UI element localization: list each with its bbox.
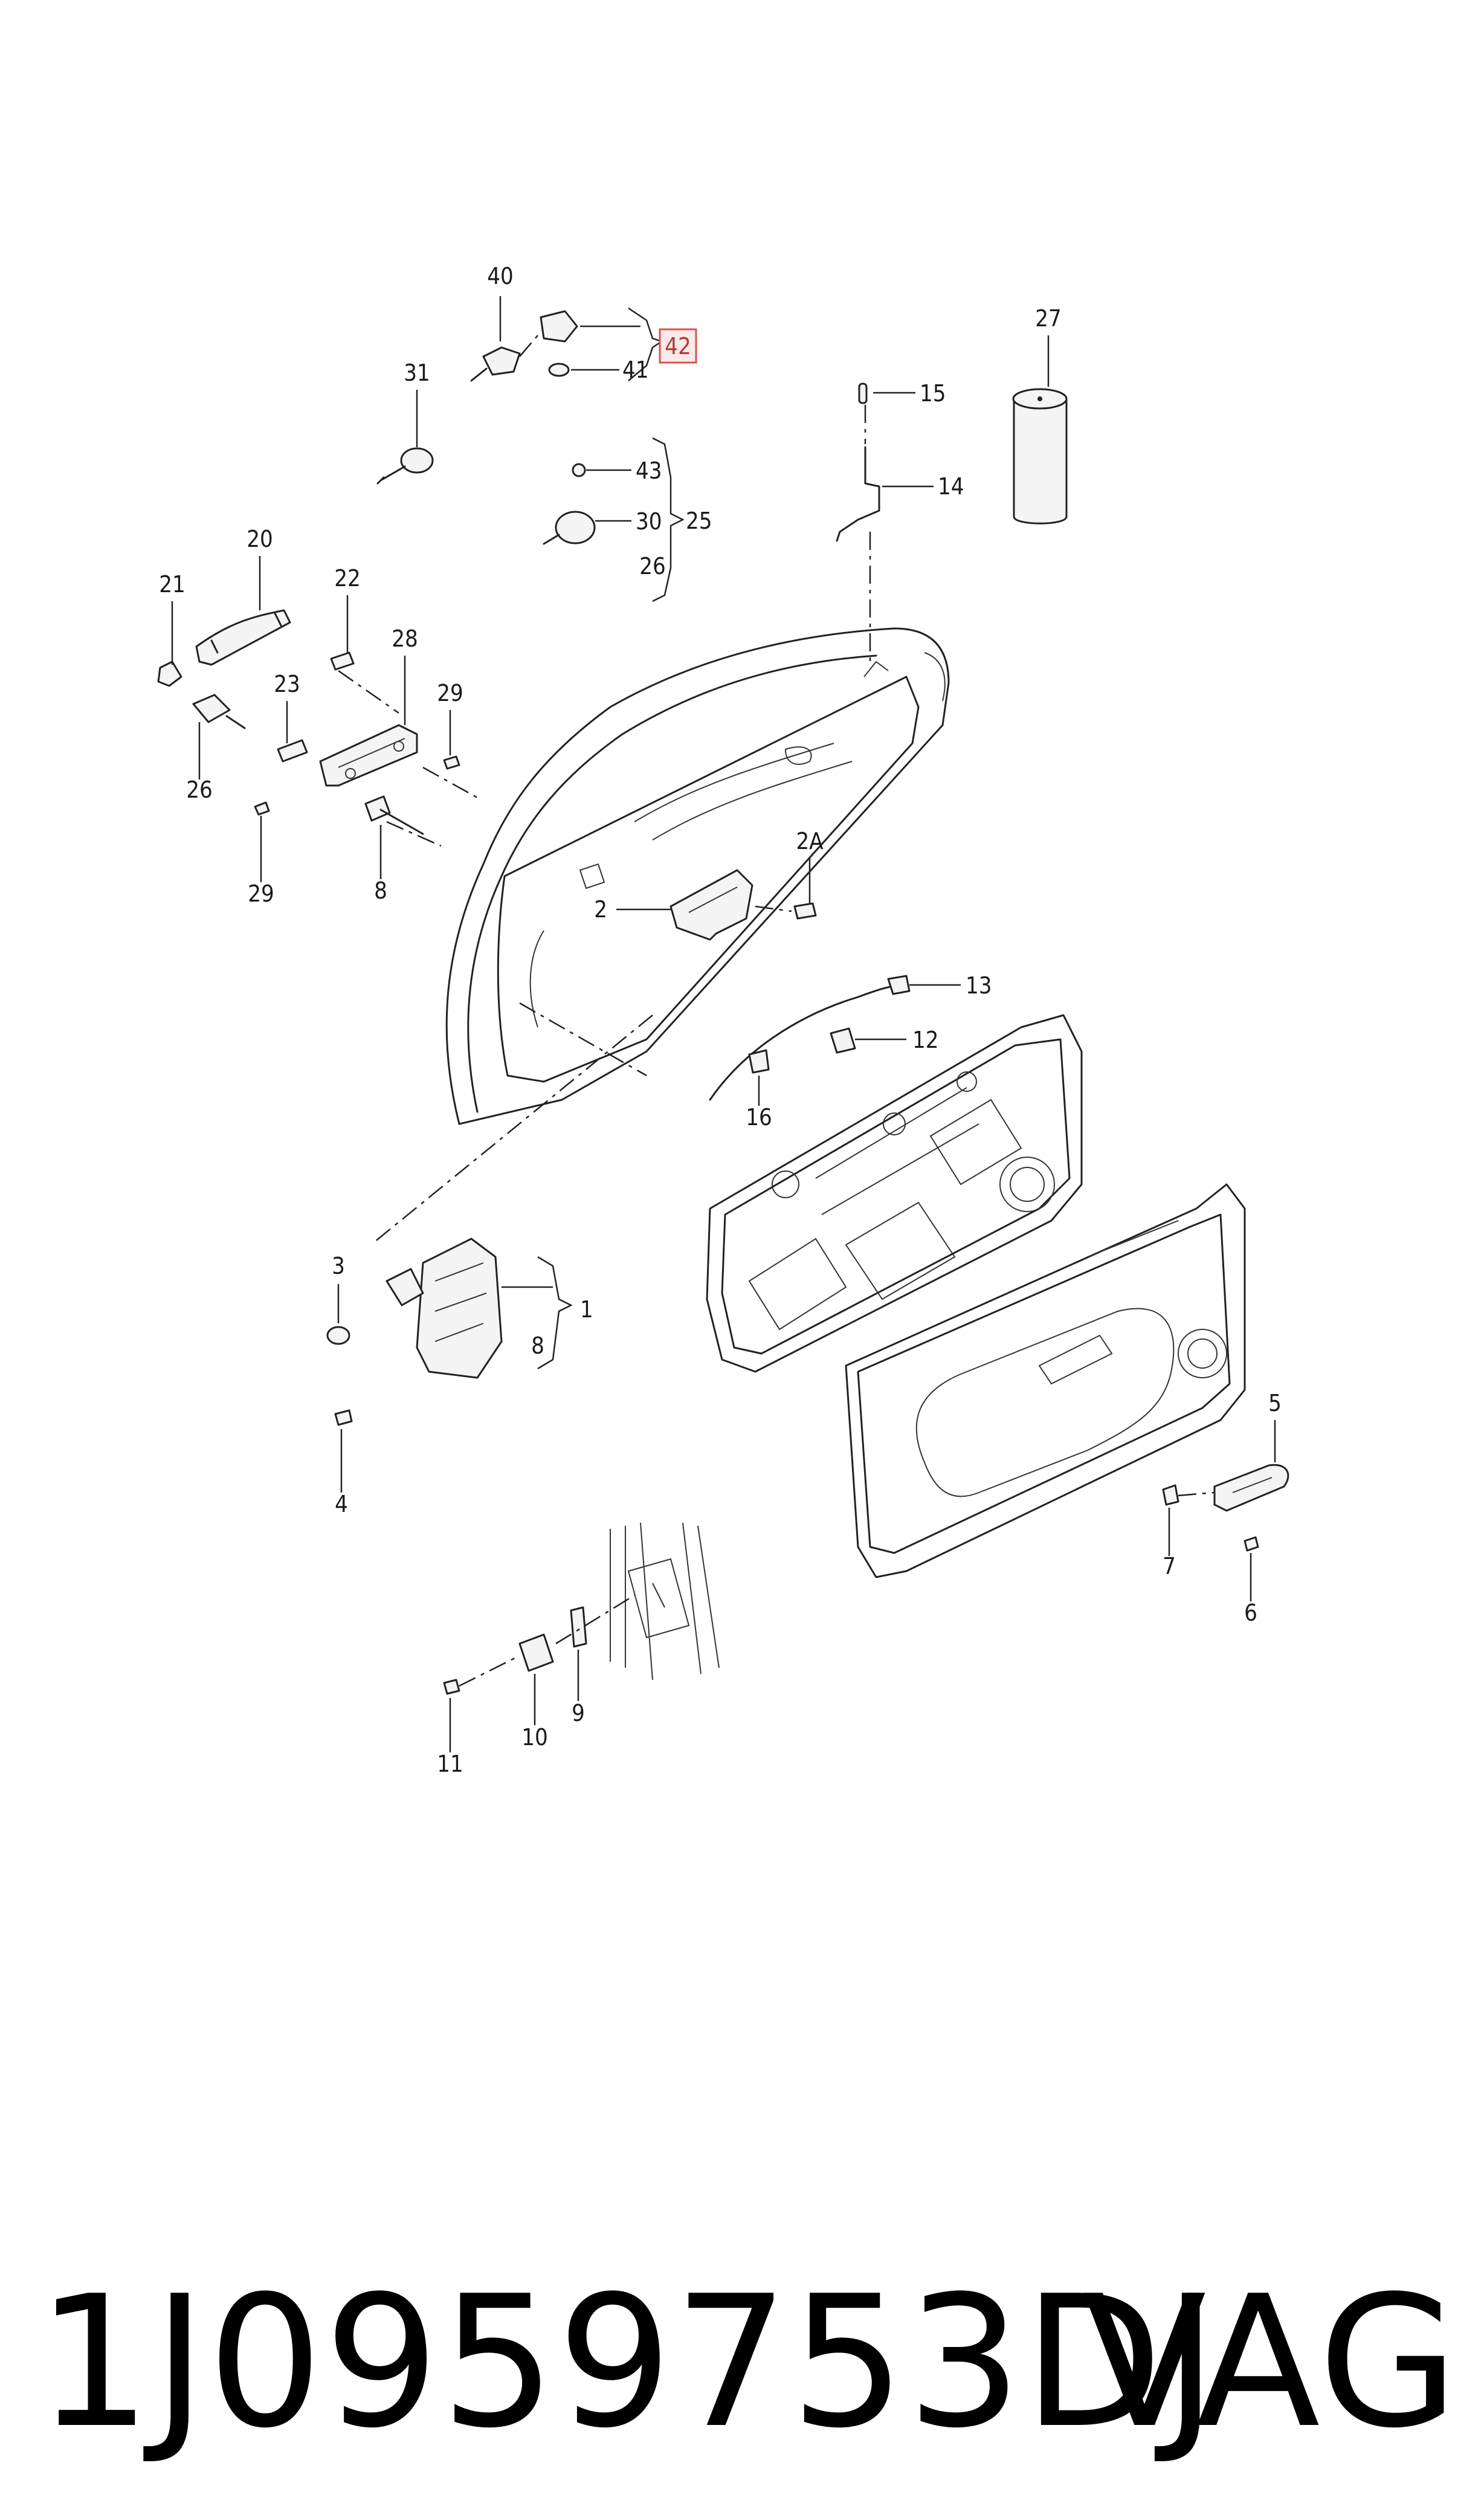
- callout-8-lower: 8: [531, 1332, 544, 1359]
- bolt-2a: [793, 902, 817, 920]
- lubricant-can-27: [1012, 388, 1068, 525]
- interior-handle-5: [1213, 1464, 1289, 1512]
- handle-carrier-28: [319, 724, 418, 787]
- callout-11: 11: [437, 1751, 463, 1777]
- callout-13: 13: [966, 972, 992, 999]
- gasket-22: [330, 651, 355, 671]
- callout-2: 2: [594, 896, 607, 923]
- lock-cylinder-25: [543, 463, 596, 545]
- lock-actuator-2: [669, 869, 753, 941]
- exploded-parts-diagram: 40 42 31 41 15 27 14 43 30 25 26 20 21 2…: [157, 263, 1289, 1777]
- callout-labels: 40 42 31 41 15 27 14 43 30 25 26 20 21 2…: [159, 263, 1282, 1777]
- striker-plate-9: [570, 1606, 587, 1648]
- remote-key-40: [470, 310, 578, 382]
- callout-15: 15: [920, 380, 946, 407]
- callout-30: 30: [636, 508, 662, 535]
- callout-14: 14: [938, 473, 964, 500]
- door-handle-20: [195, 609, 291, 666]
- callout-9: 9: [572, 1700, 585, 1726]
- callout-8-upper: 8: [374, 877, 387, 904]
- callout-29-lower: 29: [248, 880, 274, 907]
- leader-lines: [171, 296, 1276, 1752]
- striker-10: [518, 1633, 554, 1672]
- callout-21: 21: [159, 571, 186, 598]
- callout-41: 41: [622, 357, 649, 383]
- callout-28: 28: [392, 625, 418, 652]
- screw-11: [443, 1679, 460, 1695]
- callout-2a: 2A: [796, 828, 824, 854]
- rod-15: [858, 383, 868, 404]
- callout-25: 25: [686, 508, 712, 534]
- callout-12: 12: [912, 1027, 939, 1053]
- callout-20: 20: [247, 526, 273, 552]
- screw-29a: [443, 755, 460, 770]
- b-pillar-area: [610, 1522, 720, 1680]
- clip-12: [830, 1027, 856, 1054]
- callout-23: 23: [274, 671, 300, 697]
- callout-43: 43: [636, 457, 662, 484]
- door-lock-1: [386, 1238, 503, 1379]
- cap-3: [326, 1326, 350, 1345]
- callout-42: 42: [665, 333, 691, 360]
- cable-end-16: [748, 1049, 770, 1074]
- callout-40: 40: [487, 263, 514, 289]
- callout-29-upper: 29: [437, 680, 463, 706]
- callout-4: 4: [335, 1491, 348, 1517]
- highlight-box-42: [659, 328, 697, 364]
- door-shell: [445, 627, 950, 1125]
- door-trim-panel: [845, 1183, 1246, 1578]
- callout-5: 5: [1268, 1390, 1282, 1416]
- ignition-key-31: [376, 447, 434, 485]
- callout-10: 10: [521, 1724, 548, 1751]
- callout-26-upper: 26: [639, 553, 666, 579]
- callout-3: 3: [332, 1253, 345, 1279]
- callout-27: 27: [1035, 305, 1062, 332]
- callout-16: 16: [746, 1104, 772, 1131]
- callout-1: 1: [580, 1296, 593, 1323]
- callout-6: 6: [1244, 1600, 1257, 1626]
- screw-4: [334, 1409, 353, 1426]
- callout-7: 7: [1163, 1553, 1176, 1580]
- assembly-lines: [338, 405, 1215, 1687]
- gasket-23: [277, 739, 308, 763]
- door-carrier-panel: [706, 1014, 1083, 1373]
- release-cable-13: [709, 975, 911, 1101]
- part-number: 1J0959753DJ: [36, 2257, 1219, 2468]
- callout-31: 31: [404, 360, 430, 386]
- rod-14: [836, 446, 880, 542]
- clip-7: [1162, 1484, 1179, 1506]
- lock-cylinder-26: [192, 694, 246, 729]
- callout-26-lower: 26: [186, 776, 213, 803]
- screw-6: [1244, 1536, 1259, 1552]
- screw-29b: [254, 801, 270, 816]
- callout-22: 22: [334, 565, 361, 592]
- footer: 1J0959753DJ VAG: [0, 2236, 1484, 2490]
- handle-cap-21: [157, 660, 182, 687]
- bracket-8: [364, 795, 424, 835]
- brand-name: VAG: [1082, 2257, 1460, 2468]
